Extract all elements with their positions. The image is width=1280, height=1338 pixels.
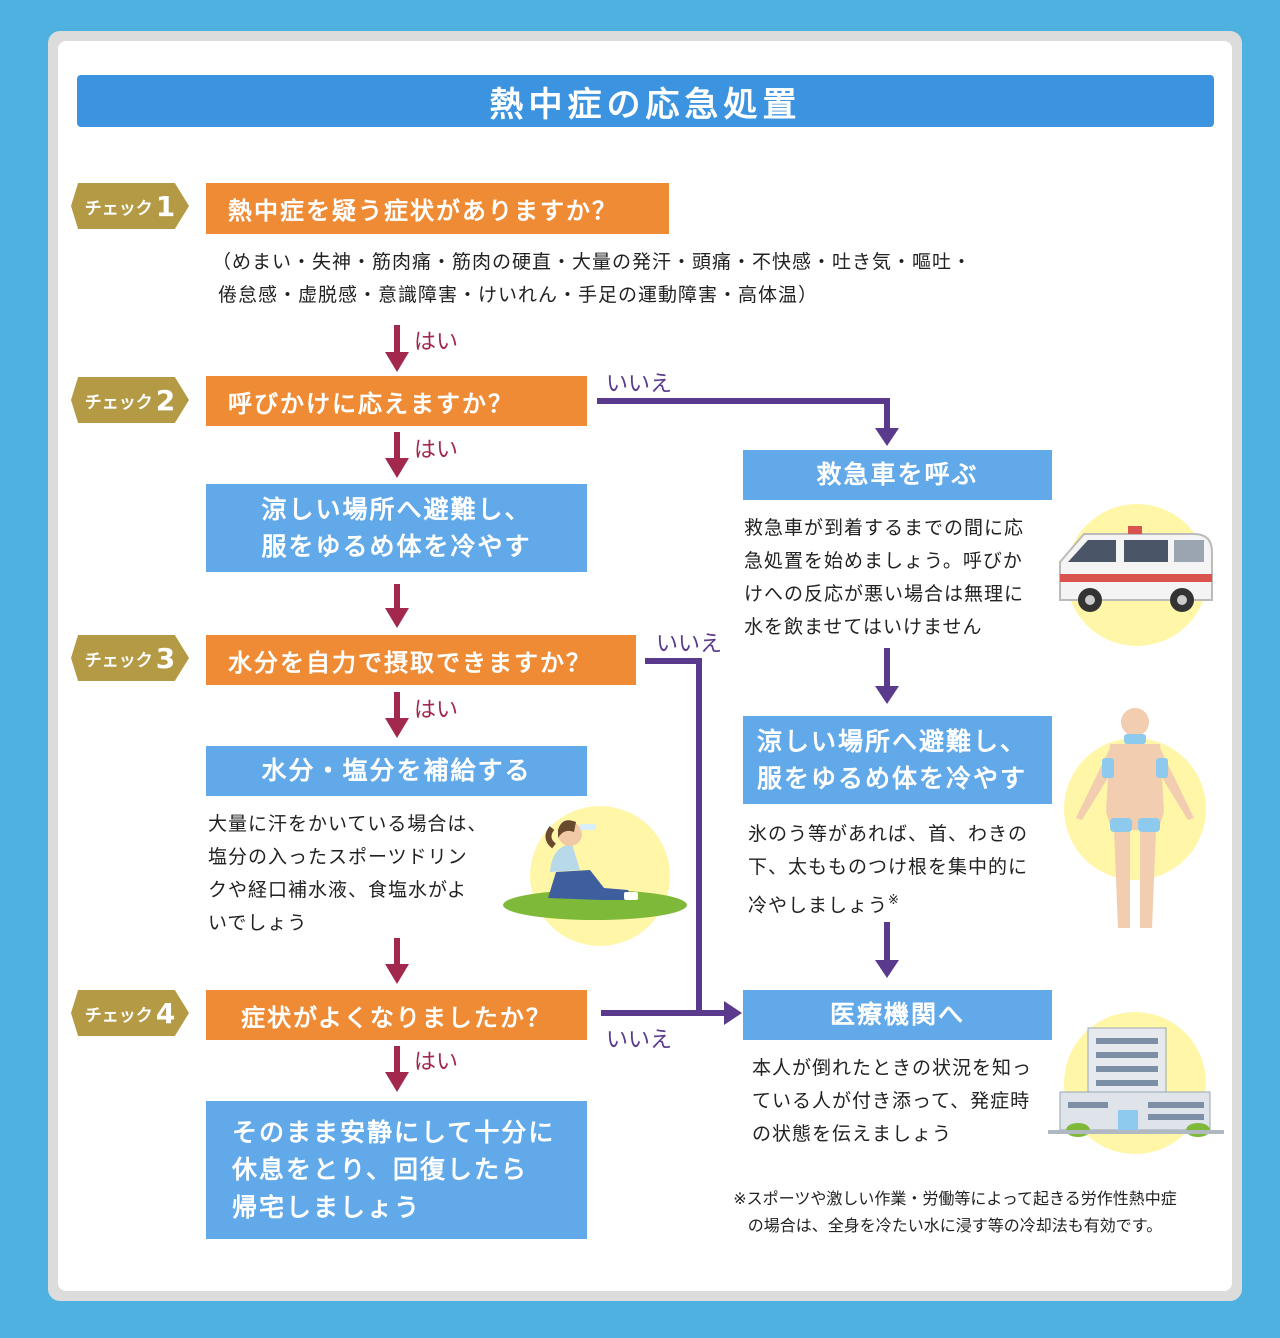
hydrate-line: クや経口補水液、食塩水がよ [208,879,468,901]
footnote-mark: ※ [888,893,900,908]
check-number: 1 [155,189,176,223]
hospital-line: ている人が付き添って、発症時 [752,1090,1031,1112]
rest-box: そのまま安静にして十分に 休息をとり、回復したら 帰宅しましょう [206,1101,587,1239]
hydrate-line: 大量に汗をかいている場合は、 [208,813,488,835]
right-cool-note-line: 下、太もものつけ根を集中的に [748,856,1029,878]
rest-line: 休息をとり、回復したら [232,1155,529,1185]
page-title-bar: 熱中症の応急処置 [77,75,1214,127]
check-number: 4 [155,996,176,1030]
yes-label-3: はい [414,698,459,723]
hydrate-title: 水分・塩分を補給する [261,756,532,786]
page-title: 熱中症の応急処置 [489,84,802,125]
check-number: 3 [155,641,176,675]
check-label: チェック [84,1005,153,1026]
hospital-line: 本人が倒れたときの状況を知っ [752,1057,1033,1079]
footnote: ※スポーツや激しい作業・労働等によって起きる労作性熱中症 の場合は、全身を冷たい… [690,1185,1220,1239]
body-cooling-illustration [1076,708,1194,928]
check-label: チェック [84,198,153,219]
no-arrows [597,398,890,1016]
check-3-question-text: 水分を自力で摂取できますか？ [228,648,592,677]
ambulance-line: けへの反応が悪い場合は無理に [744,583,1025,605]
yes-arrows [385,325,409,1092]
hydrate-text: 大量に汗をかいている場合は、 塩分の入ったスポーツドリン クや経口補水液、食塩水… [208,808,508,940]
right-cool-box: 涼しい場所へ避難し、 服をゆるめ体を冷やす [743,716,1052,804]
hospital-line: の状態を伝えましょう [752,1123,953,1145]
hydrate-box: 水分・塩分を補給する [206,746,587,796]
check-label: チェック [84,650,153,671]
ambulance-line: 急処置を始めましょう。呼びか [744,550,1023,572]
check-2-question: 呼びかけに応えますか？ [206,376,587,426]
check-2-question-text: 呼びかけに応えますか？ [228,389,514,418]
check-number: 2 [155,383,176,417]
yes-label-2: はい [414,438,459,463]
rest-line: そのまま安静にして十分に [232,1117,556,1147]
ambulance-line: 救急車が到着するまでの間に応 [744,517,1025,539]
hospital-title: 医療機関へ [829,1000,965,1030]
yes-label-1: はい [414,330,459,355]
right-cool-line-2: 服をゆるめ体を冷やす [757,764,1028,793]
footnote-line-2: の場合は、全身を冷たい水に浸す等の冷却法も有効です。 [747,1216,1163,1235]
symptom-line-1: （めまい・失神・筋肉痛・筋肉の硬直・大量の発汗・頭痛・不快感・吐き気・嘔吐・ [212,251,973,273]
check-label: チェック [84,392,153,413]
drinking-person-illustration [503,820,687,920]
symptom-line-2: 倦怠感・虚脱感・意識障害・けいれん・手足の運動障害・高体温） [218,284,819,306]
rest-line: 帰宅しましょう [232,1192,422,1222]
ambulance-illustration [1059,526,1213,612]
yes-label-4: はい [414,1050,459,1075]
left-cool-line-2: 服をゆるめ体を冷やす [261,532,532,561]
hospital-illustration [1048,1027,1224,1137]
check-1-question: 熱中症を疑う症状がありますか？ [206,183,669,234]
footnote-line-1: ※スポーツや激しい作業・労働等によって起きる労作性熱中症 [733,1189,1177,1208]
ambulance-line: 水を飲ませてはいけません [744,616,983,638]
no-arrowheads [724,428,899,1025]
hydrate-line: 塩分の入ったスポーツドリン [208,846,468,868]
hydrate-line: いでしょう [208,912,308,934]
check-3-question: 水分を自力で摂取できますか？ [206,635,636,685]
right-cool-line-1: 涼しい場所へ避難し、 [757,726,1028,756]
no-label-1: いいえ [606,372,673,397]
check-4-question: 症状がよくなりましたか？ [206,990,587,1040]
symptom-list: （めまい・失神・筋肉痛・筋肉の硬直・大量の発汗・頭痛・不快感・吐き気・嘔吐・ 倦… [212,246,972,312]
right-cool-note-line: 氷のう等があれば、首、わきの [748,823,1029,845]
check-1-question-text: 熱中症を疑う症状がありますか？ [228,197,618,225]
hospital-box: 医療機関へ [743,990,1052,1040]
hospital-text: 本人が倒れたときの状況を知っ ている人が付き添って、発症時 の状態を伝えましょう [752,1052,1072,1151]
left-cool-line-1: 涼しい場所へ避難し、 [261,494,532,524]
right-cool-note-line: 冷やしましょう [748,894,889,917]
check-4-question-text: 症状がよくなりましたか？ [241,1003,552,1032]
no-label-2: いいえ [656,632,723,657]
no-label-3: いいえ [606,1028,673,1053]
ambulance-text: 救急車が到着するまでの間に応 急処置を始めましょう。呼びか けへの反応が悪い場合… [744,512,1064,644]
ambulance-title: 救急車を呼ぶ [816,460,979,490]
right-cool-text: 氷のう等があれば、首、わきの 下、太もものつけ根を集中的に 冷やしましょう※ [748,818,1068,922]
ambulance-box: 救急車を呼ぶ [743,450,1052,500]
left-cool-box: 涼しい場所へ避難し、 服をゆるめ体を冷やす [206,484,587,572]
